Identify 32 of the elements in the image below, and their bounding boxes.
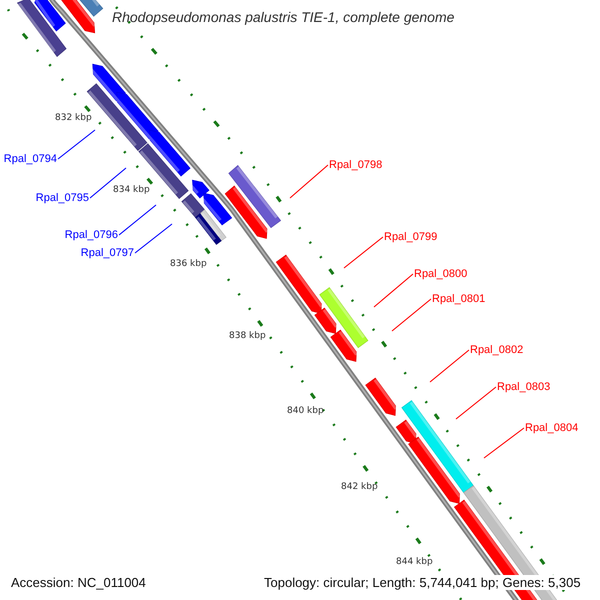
info-text: Accession: NC_011004 <box>9 575 148 590</box>
leader-line <box>58 130 96 160</box>
leader-line <box>118 204 156 236</box>
title: Rhodopseudomonas palustris TIE-1, complete genome <box>112 9 454 25</box>
gene-label: Rpal_0799 <box>384 231 438 243</box>
tick-label: 838 kbp <box>229 331 266 341</box>
gene-label: Rpal_0794 <box>4 153 57 165</box>
gene-label: Rpal_0796 <box>64 229 118 241</box>
gene-label: Rpal_0802 <box>470 344 524 356</box>
gene-label: Rpal_0800 <box>414 268 468 280</box>
leader-line <box>456 386 496 420</box>
leader-line <box>374 274 414 308</box>
leader-line <box>90 168 126 198</box>
gene-label: Rpal_0801 <box>432 293 486 305</box>
gene-label: Rpal_0803 <box>497 381 550 393</box>
tick-label: 840 kbp <box>287 406 324 416</box>
tick-label: 834 kbp <box>113 185 150 195</box>
tick-label: 836 kbp <box>170 259 207 269</box>
leader-line <box>290 164 328 198</box>
leader-line <box>392 298 432 332</box>
gene-label: Rpal_0795 <box>36 192 89 204</box>
leader-line <box>134 224 172 254</box>
info-text: Topology: circular; Length: 5,744,041 bp; Genes: 5,305 <box>262 575 583 590</box>
tick-label: 842 kbp <box>341 482 378 492</box>
leader-line <box>484 428 524 458</box>
gene-label: Rpal_0798 <box>329 159 382 171</box>
tick-label: 844 kbp <box>396 557 433 567</box>
gene-label: Rpal_0804 <box>525 422 578 434</box>
gene-label: Rpal_0797 <box>80 247 134 259</box>
leader-line <box>430 350 470 382</box>
tick-label: 832 kbp <box>55 113 92 123</box>
leader-line <box>344 236 384 268</box>
